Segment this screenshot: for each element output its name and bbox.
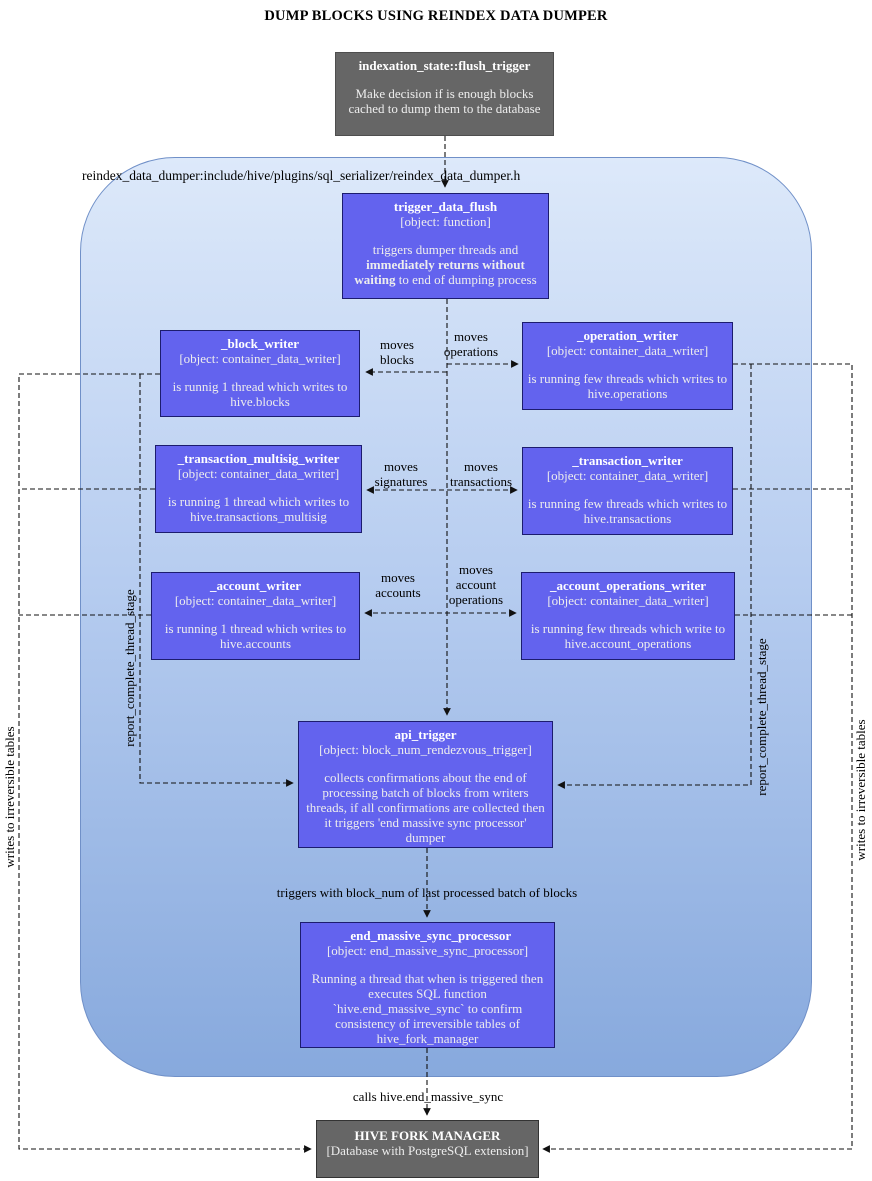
node-body: is running few threads which writes to h… [527,371,728,402]
node-account-operations-writer: _account_operations_writer [object: cont… [521,572,735,660]
edge-label-moves-transactions: moves transactions [449,459,513,489]
node-title: _end_massive_sync_processor [343,928,512,943]
node-title: _block_writer [221,336,299,351]
container-header-label: reindex_data_dumper:include/hive/plugins… [82,168,521,183]
edge-label-moves-operations: moves operations [443,329,499,359]
edge-label-moves-blocks: moves blocks [380,337,414,367]
node-object: [object: container_data_writer] [179,351,341,367]
node-title: api_trigger [394,727,457,742]
node-title: trigger_data_flush [393,199,498,214]
node-object: [object: end_massive_sync_processor] [326,943,529,959]
node-body: triggers dumper threads and immediately … [354,242,537,288]
node-block-writer: _block_writer [object: container_data_wr… [160,330,360,417]
node-body: Running a thread that when is triggered … [311,971,544,1047]
node-body: [Database with PostgreSQL extension] [326,1143,529,1159]
node-object: [object: container_data_writer] [547,593,709,609]
node-operation-writer: _operation_writer [object: container_dat… [522,322,733,410]
node-end-massive-sync-processor: _end_massive_sync_processor [object: end… [300,922,555,1048]
node-trigger-data-flush: trigger_data_flush [object: function] tr… [342,193,549,299]
edge-label-report-complete-thread-stage-right: report_complete_thread_stage [754,638,769,796]
node-object: [object: container_data_writer] [177,466,340,482]
edge-label-triggers-with-block-num: triggers with block_num of last processe… [276,885,578,900]
node-api-trigger: api_trigger [object: block_num_rendezvou… [298,721,553,848]
node-title: _account_writer [210,578,301,593]
node-title: _transaction_writer [572,453,683,468]
node-body: is running few threads which writes to h… [527,496,728,527]
node-hive-fork-manager: HIVE FORK MANAGER [Database with Postgre… [316,1120,539,1178]
node-body: Make decision if is enough blocks cached… [348,86,541,117]
node-body: is running 1 thread which writes to hive… [167,494,350,525]
node-object: [object: container_data_writer] [546,343,709,359]
node-transaction-multisig-writer: _transaction_multisig_writer [object: co… [155,445,362,533]
node-title: _transaction_multisig_writer [177,451,340,466]
node-object: [object: container_data_writer] [174,593,337,609]
node-body: is running few threads which write to hi… [530,621,726,652]
edge-label-report-complete-thread-stage-left: report_complete_thread_stage [122,589,137,747]
node-body: collects confirmations about the end of … [306,770,545,846]
edge-label-moves-signatures: moves signatures [374,459,428,489]
node-title: indexation_state::flush_trigger [358,58,531,73]
edge-label-moves-account-operations: moves account operations [448,562,504,607]
edge-label-writes-irreversible-left: writes to irreversible tables [2,726,17,868]
node-account-writer: _account_writer [object: container_data_… [151,572,360,660]
node-title: _operation_writer [576,328,679,343]
edge-label-moves-accounts: moves accounts [375,570,421,600]
node-title: HIVE FORK MANAGER [354,1128,501,1143]
node-title: _account_operations_writer [550,578,706,593]
node-object: [object: function] [400,214,491,230]
page-title: DUMP BLOCKS USING REINDEX DATA DUMPER [264,8,608,24]
node-body: is runnig 1 thread which writes to hive.… [172,379,348,410]
edge-label-calls-end-massive-sync: calls hive.end_massive_sync [352,1089,504,1104]
node-body: is running 1 thread which writes to hive… [164,621,347,652]
edge-label-writes-irreversible-right: writes to irreversible tables [853,719,868,861]
node-transaction-writer: _transaction_writer [object: container_d… [522,447,733,535]
node-object: [object: block_num_rendezvous_trigger] [319,742,532,758]
node-body-emphasis: immediately returns without waiting [354,257,525,288]
node-object: [object: container_data_writer] [546,468,709,484]
node-indexation-state-flush-trigger: indexation_state::flush_trigger Make dec… [335,52,554,136]
